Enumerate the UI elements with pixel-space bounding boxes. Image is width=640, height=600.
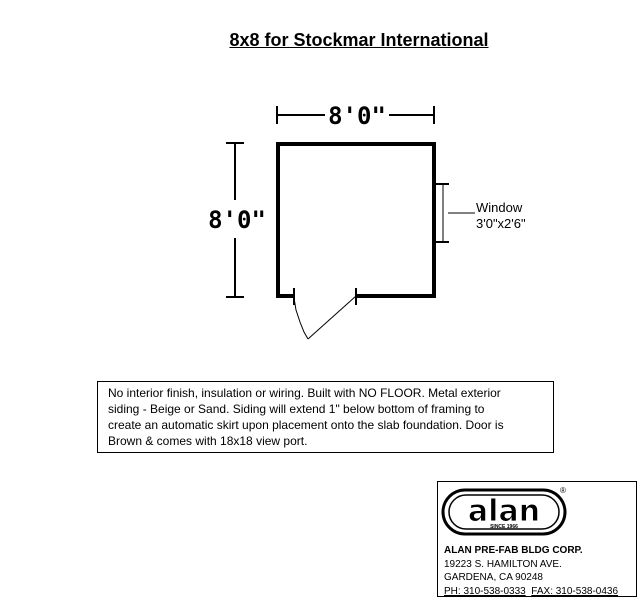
- height-dimension: [226, 142, 244, 298]
- page-title: 8x8 for Stockmar International: [229, 30, 489, 50]
- building-walls: [276, 142, 436, 298]
- registered-mark: ®: [560, 486, 566, 495]
- floor-plan: 8'0" 8'0" Window 3'0"x2'6": [208, 102, 526, 340]
- alan-logo: alan ® SINCE 1966: [441, 486, 567, 536]
- company-fax: FAX: 310-538-0436: [531, 585, 619, 597]
- note-line: Brown & comes with 18x18 view port.: [108, 434, 308, 448]
- note-line: create an automatic skirt upon placement…: [108, 418, 504, 432]
- logo-text: alan: [468, 494, 540, 529]
- company-address1: 19223 S. HAMILTON AVE.: [444, 558, 562, 570]
- notes-box: No interior finish, insulation or wiring…: [97, 381, 554, 453]
- window-label: Window: [476, 200, 523, 215]
- note-line: No interior finish, insulation or wiring…: [108, 386, 501, 400]
- company-address2: GARDENA, CA 90248: [444, 572, 543, 583]
- width-dimension: [276, 106, 435, 124]
- logo-since: SINCE 1966: [490, 524, 518, 530]
- company-name: ALAN PRE-FAB BLDG CORP.: [444, 545, 583, 556]
- company-contact: PH: 310-538-0333 FAX: 310-538-0436: [444, 585, 618, 599]
- window-size-label: 3'0"x2'6": [476, 216, 526, 231]
- door: [293, 288, 357, 340]
- height-label: 8'0": [208, 206, 266, 234]
- company-info: ALAN PRE-FAB BLDG CORP. 19223 S. HAMILTO…: [444, 544, 618, 598]
- note-line: siding - Beige or Sand. Siding will exte…: [108, 402, 485, 416]
- window: [433, 183, 475, 243]
- company-block: alan ® SINCE 1966 ALAN PRE-FAB BLDG CORP…: [437, 481, 637, 597]
- width-label: 8'0": [328, 102, 386, 130]
- company-phone: PH: 310-538-0333: [444, 585, 526, 597]
